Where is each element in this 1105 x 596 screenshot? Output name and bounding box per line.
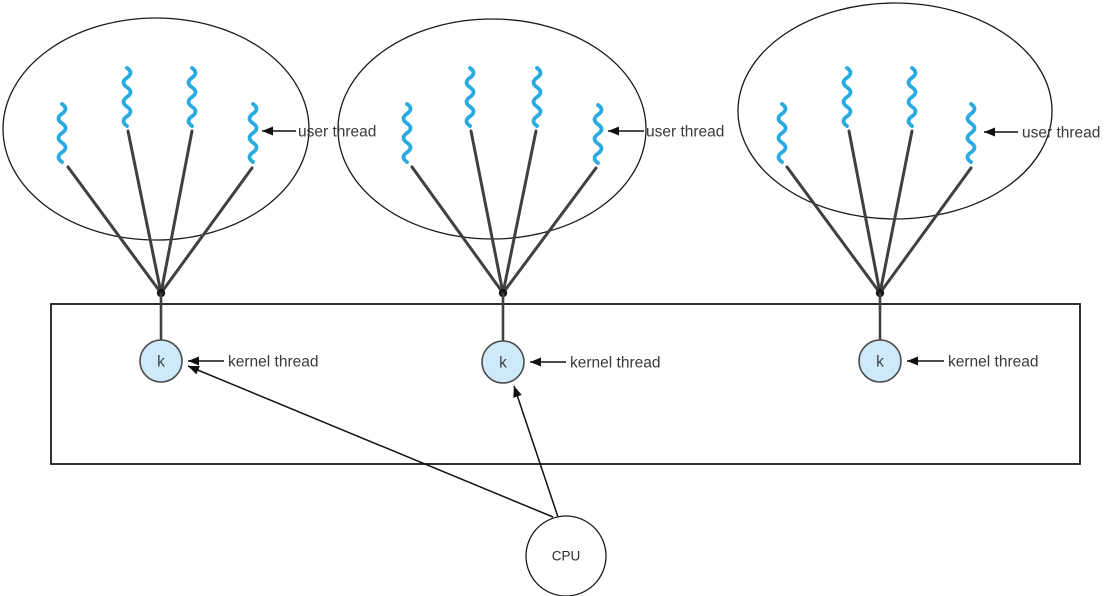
thread-mapping-lines-process-3: [785, 129, 973, 298]
kernel-thread-letter: k: [499, 355, 507, 372]
kernel-thread-label: kernel thread: [570, 355, 660, 372]
kernel-thread-circle: [858, 339, 902, 383]
user-threads-process-3: [776, 66, 977, 164]
user-threads-process-1: [56, 66, 259, 164]
user-thread-squiggle: [186, 66, 198, 128]
kernel-thread-callout-1: kernel thread: [188, 354, 318, 371]
user-thread-callout-1: user thread: [262, 124, 376, 141]
process-ellipse-1: [2, 17, 310, 241]
cpu-to-kernel-arrow-1: [187, 365, 554, 518]
user-thread-squiggle: [247, 102, 259, 164]
user-thread-squiggle: [965, 102, 977, 164]
kernel-thread-node-2: k: [481, 340, 525, 384]
kernel-thread-callout-2: kernel thread: [530, 355, 660, 372]
cpu-label: CPU: [552, 549, 581, 564]
cpu-circle: [525, 515, 607, 596]
user-thread-callout-2: user thread: [608, 124, 724, 141]
kernel-thread-callout-3: kernel thread: [907, 354, 1038, 371]
user-thread-label: user thread: [646, 124, 724, 141]
user-thread-squiggle: [906, 66, 918, 128]
user-thread-squiggle: [401, 102, 413, 164]
kernel-space-box: [50, 303, 1081, 465]
user-thread-squiggle: [776, 102, 788, 164]
kernel-thread-circle: [139, 339, 183, 383]
thread-mapping-lines-process-1: [66, 129, 254, 298]
user-thread-squiggle: [464, 66, 476, 128]
thread-mapping-lines-process-2: [410, 129, 598, 298]
user-thread-callout-3: user thread: [984, 125, 1100, 142]
kernel-thread-label: kernel thread: [228, 354, 318, 371]
kernel-thread-letter: k: [157, 354, 165, 371]
user-thread-squiggle: [56, 102, 68, 164]
user-threads-process-2: [401, 66, 604, 165]
kernel-thread-node-3: k: [858, 339, 902, 383]
kernel-thread-node-1: k: [139, 339, 183, 383]
user-thread-label: user thread: [1022, 125, 1100, 142]
user-thread-label: user thread: [298, 124, 376, 141]
kernel-thread-circle: [481, 340, 525, 384]
user-thread-squiggle: [841, 66, 853, 128]
user-thread-squiggle: [592, 103, 604, 165]
cpu-to-kernel-arrow-2: [513, 385, 559, 518]
user-thread-squiggle: [531, 66, 543, 128]
kernel-thread-label: kernel thread: [948, 354, 1038, 371]
user-thread-squiggle: [121, 66, 133, 128]
cpu-node: CPU: [525, 515, 607, 596]
kernel-thread-letter: k: [876, 354, 884, 371]
